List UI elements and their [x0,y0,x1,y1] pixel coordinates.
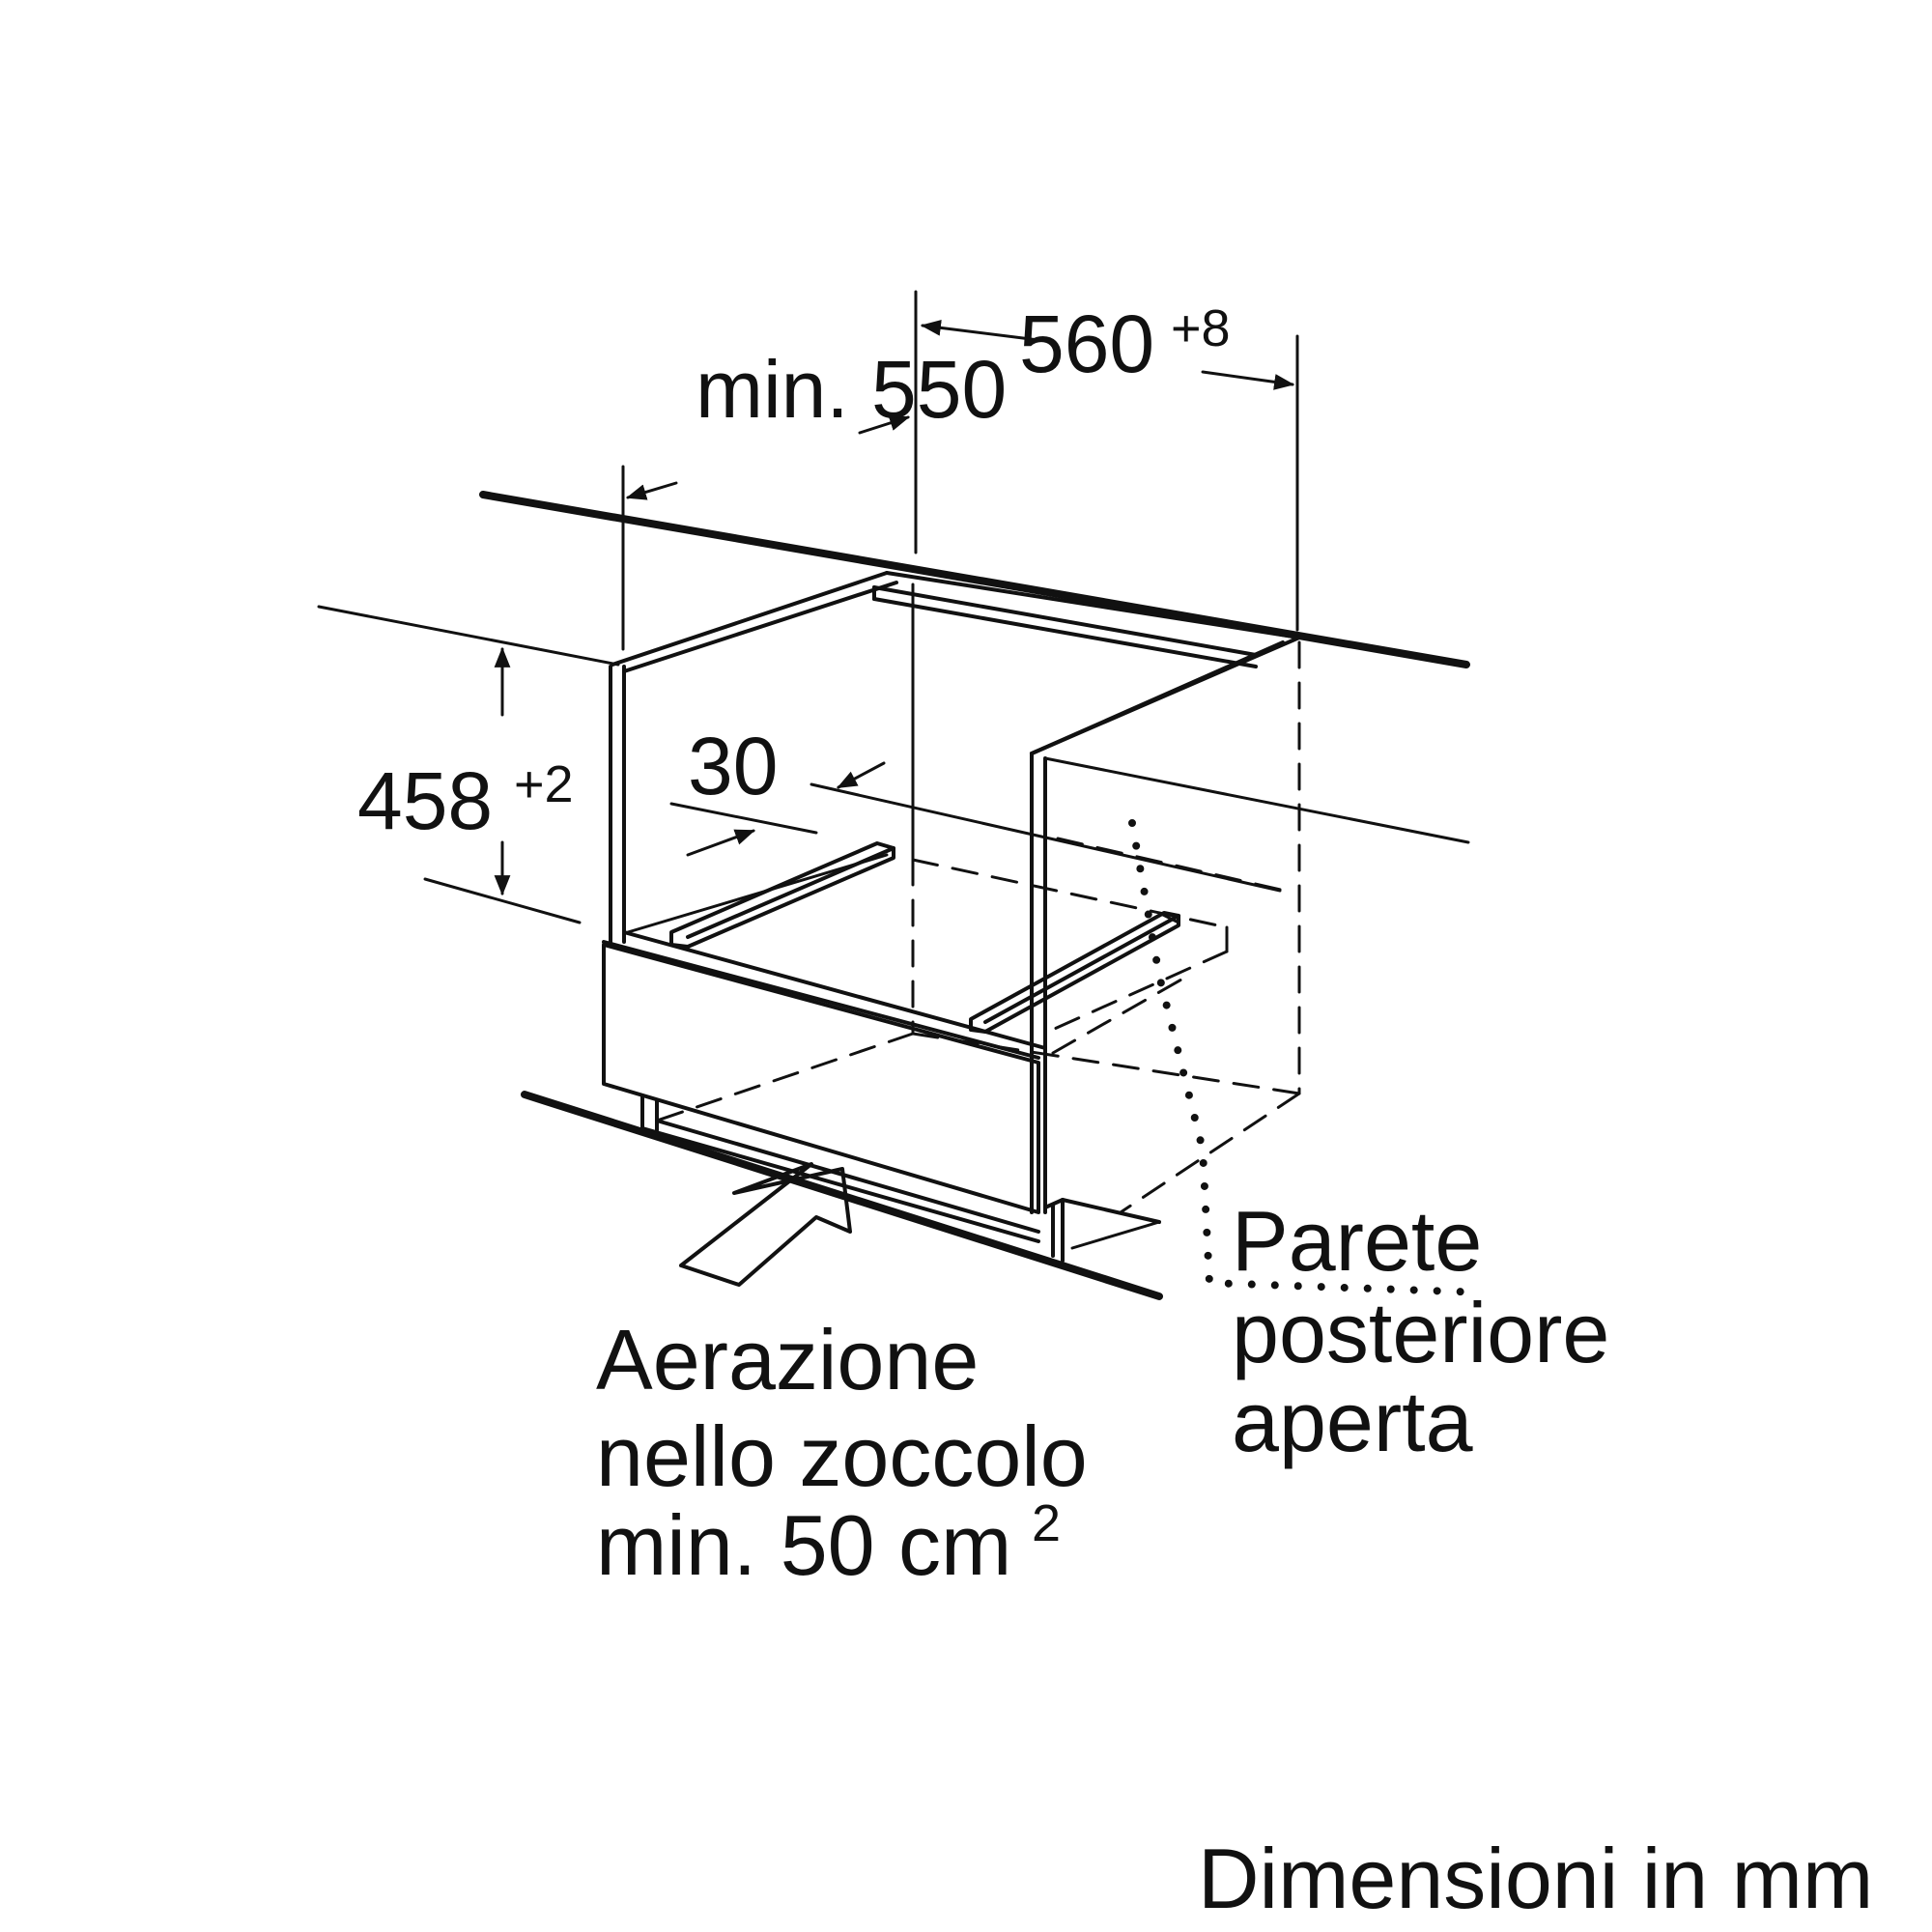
svg-text:2: 2 [1032,1494,1061,1552]
units-footer: Dimensioni in mm [1198,1831,1873,1926]
width-tolerance: +8 [1171,299,1231,357]
svg-text:posteriore: posteriore [1232,1285,1609,1380]
hidden-lines [655,640,1301,1214]
floor-line [521,1091,1163,1300]
svg-text:Parete: Parete [1232,1193,1482,1289]
ventilation-arrow-icon [679,1162,852,1287]
svg-text:nello zoccolo: nello zoccolo [596,1408,1088,1504]
dimension-depth: min. 550 [621,344,1007,651]
width-value: 560 [1019,298,1154,389]
dimension-height: 458 +2 [357,646,582,924]
ventilation-label: Aerazione nello zoccolo min. 50 cm 2 [596,1312,1088,1593]
rear-gap-value: 30 [688,721,778,811]
height-value: 458 [357,755,493,846]
cabinet-structure [317,571,1470,1214]
dimension-width: 560 +8 [914,290,1299,632]
dimension-rear-gap: 30 [669,721,1282,893]
svg-text:min. 50 cm: min. 50 cm [596,1497,1011,1593]
depth-value: min. 550 [696,344,1007,435]
warming-drawer [602,841,1180,1263]
height-tolerance: +2 [514,755,574,813]
svg-text:Aerazione: Aerazione [596,1312,979,1407]
rear-wall-label: Parete posteriore aperta [1232,1193,1609,1469]
worktop [479,491,1470,668]
svg-text:aperta: aperta [1232,1374,1473,1469]
rear-wall-leader [1128,819,1487,1296]
